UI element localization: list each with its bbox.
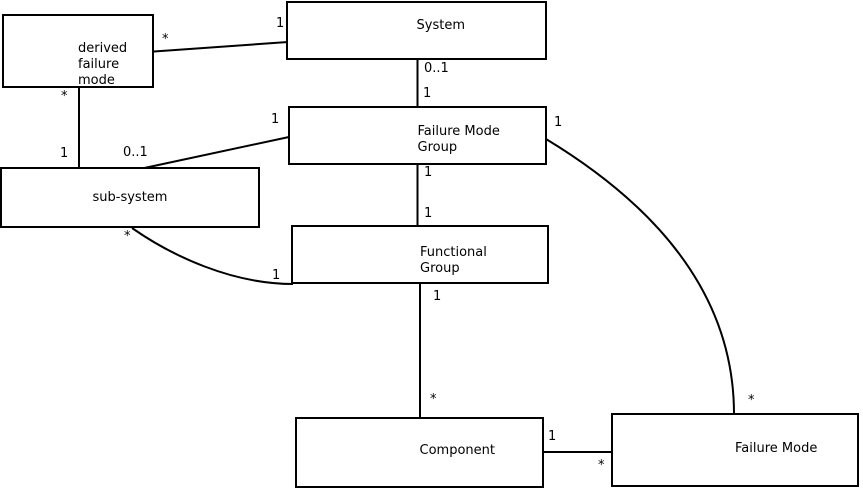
mult-sub-system-side-of-fmg-edge: 0..1 [123, 145, 148, 160]
edge-derived-failure-mode-system [153, 41, 289, 53]
mult-sub-system-side-of-derived-edge: 1 [60, 146, 69, 161]
mult-fmg-side-of-sub-system-edge: 1 [271, 112, 280, 127]
node-label-system: System [416, 18, 465, 33]
edge-sub-system-failure-mode-group [141, 136, 290, 170]
mult-sub-system-side-of-functional-group-edge: * [124, 229, 131, 244]
node-label-failure-mode: Failure Mode [735, 441, 818, 456]
mult-functional-group-side-of-component-edge: 1 [433, 289, 442, 304]
mult-component-side-of-functional-group-edge: * [430, 392, 437, 407]
node-system: System [286, 1, 547, 60]
node-failure-mode: Failure Mode [611, 413, 859, 487]
mult-fmg-side-of-system-edge: 1 [423, 86, 432, 101]
node-functional-group: Functional Group [291, 225, 549, 284]
node-sub-system: sub-system [0, 167, 260, 228]
mult-component-side-of-failure-mode-edge: 1 [548, 429, 557, 444]
mult-failure-mode-side-of-fmg-edge: * [748, 393, 755, 408]
edge-failure-mode-group-failure-mode [545, 138, 735, 415]
mult-functional-group-side-of-fmg-edge: 1 [424, 206, 433, 221]
mult-derived-failure-mode-side-of-system-edge: * [162, 32, 169, 47]
node-label-derived-failure-mode: derived failure mode [78, 41, 128, 88]
node-label-component: Component [419, 443, 495, 458]
node-label-failure-mode-group: Failure Mode Group [417, 124, 500, 155]
node-component: Component [295, 417, 544, 488]
node-label-functional-group: Functional Group [420, 245, 487, 276]
mult-derived-failure-mode-side-of-sub-system-edge: * [61, 89, 68, 104]
node-failure-mode-group: Failure Mode Group [288, 106, 547, 165]
mult-system-side-of-fmg-edge: 0..1 [424, 61, 449, 76]
node-derived-failure-mode: derived failure mode [2, 14, 154, 88]
edge-sub-system-functional-group [131, 227, 294, 285]
mult-system-side-of-derived-edge: 1 [276, 16, 285, 31]
mult-functional-group-side-of-sub-system-edge: 1 [272, 268, 281, 283]
mult-failure-mode-side-of-component-edge: * [598, 458, 605, 473]
mult-fmg-side-of-functional-group-edge: 1 [424, 165, 433, 180]
node-label-sub-system: sub-system [92, 190, 168, 205]
mult-fmg-side-of-failure-mode-edge: 1 [554, 115, 563, 130]
